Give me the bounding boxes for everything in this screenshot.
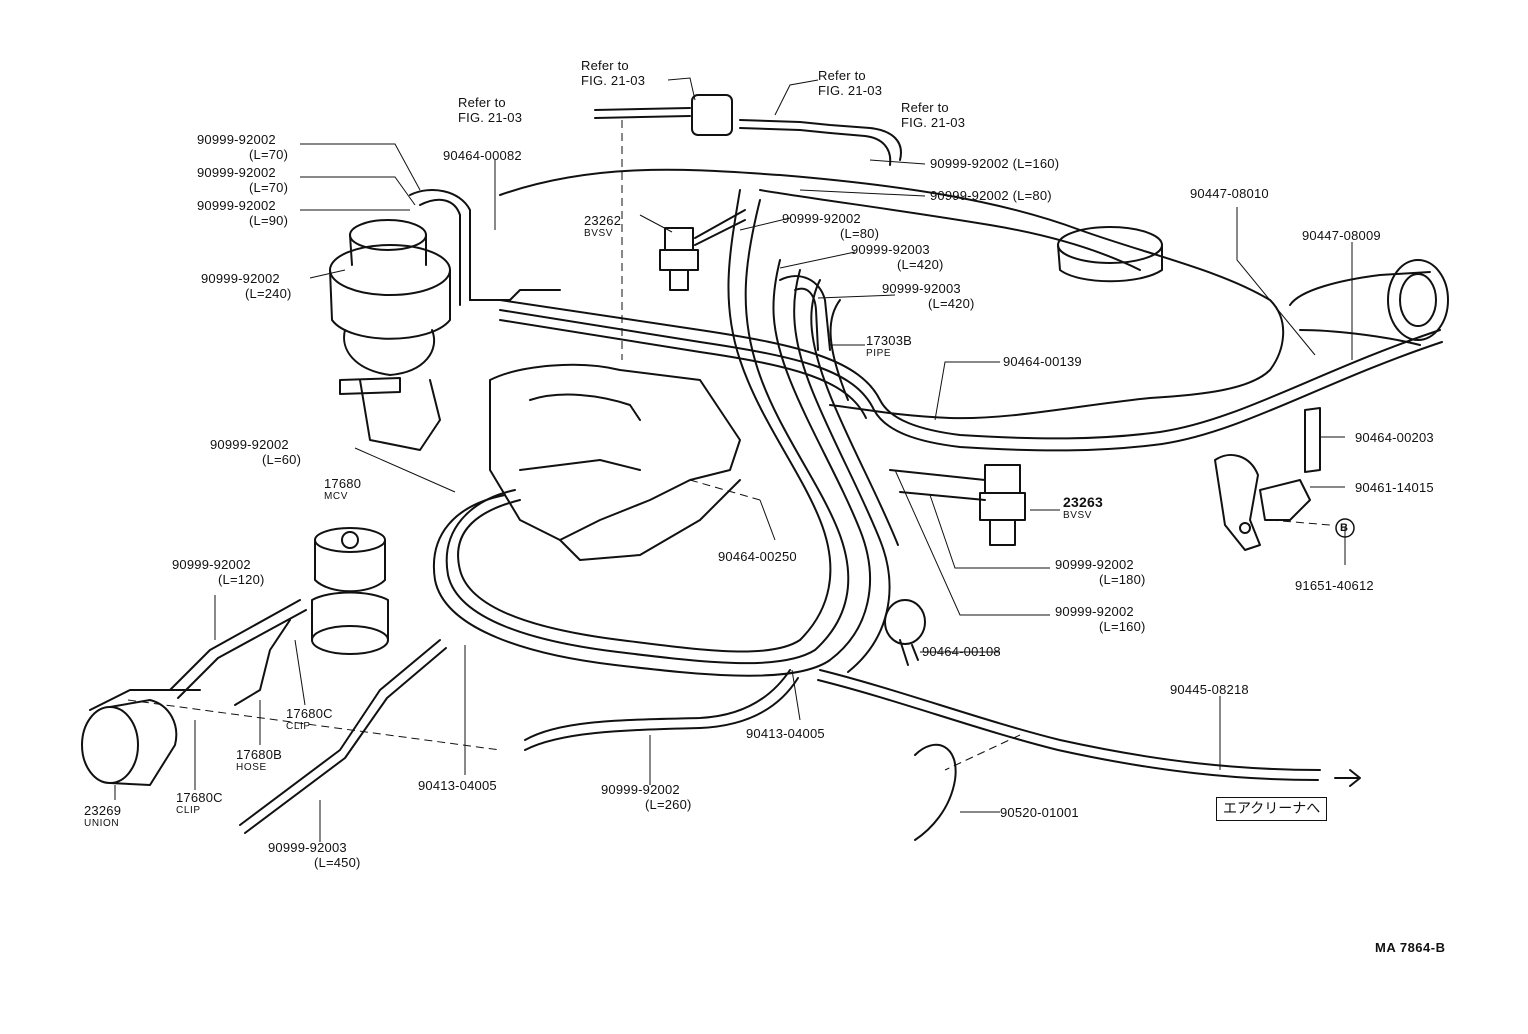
bolt-label-40612: 91651-40612 [1295,578,1374,593]
hose-label-260: 90999-92002 (L=260) [601,782,692,812]
hose-label-90: 90999-92002 (L=90) [197,198,289,228]
refer-label-d: Refer to FIG. 21-03 [901,100,966,130]
hose-120 [169,599,301,691]
union-label-23269: 23269 UNION [84,803,122,829]
hose-label-120: 90999-92002 (L=120) [172,557,265,587]
hose-260 [524,669,791,741]
refer-label-b: Refer to FIG. 21-03 [458,95,523,125]
clip-01001 [914,743,957,841]
clamp-label-139: 90464-00139 [1003,354,1082,369]
air-cleaner-top-edge [759,189,1141,271]
hose-label-420a: 90999-92003 (L=420) [851,242,944,272]
bvsv-label-23263: 23263 BVSV [1063,494,1103,522]
hose-label-17680b: 17680B HOSE [236,747,283,773]
pipe-label-17303b: 17303B PIPE [866,333,913,359]
carburetor-body [489,363,741,541]
hose-bundle-3 [432,259,871,677]
hose-upper-left [409,189,471,301]
clamp-label-82: 90464-00082 [443,148,522,163]
bracket-label-14015: 90461-14015 [1355,480,1434,495]
hose-label-80b: 90999-92002 (L=80) [782,211,880,241]
hose-label-450: 90999-92003 (L=450) [268,840,361,870]
hose-label-60: 90999-92002 (L=60) [210,437,302,467]
top-filter [691,94,733,136]
hose-17680b [234,619,291,706]
bracket-90461 [1214,454,1261,551]
clip-label-17680c-a: 17680C CLIP [286,706,333,732]
main-pipe-lower [499,309,1443,452]
clamp-108 [884,599,926,645]
hose-label-80a: 90999-92002 (L=80) [930,188,1052,203]
joint-label-04005-b: 90413-04005 [746,726,825,741]
union-23269 [81,706,139,784]
clamp-label-08010: 90447-08010 [1190,186,1269,201]
snorkel-body [1289,271,1431,306]
refer-label-c: Refer to FIG. 21-03 [818,68,883,98]
hose-bundle-1 [457,189,832,653]
clip-label-17680c-b: 17680C CLIP [176,790,223,816]
bolt-marker-circle [1335,518,1355,538]
main-pipe-upper [499,299,1441,440]
hose-label-240: 90999-92002 (L=240) [201,271,292,301]
egr-valve-top [329,244,451,296]
hose-label-08218: 90445-08218 [1170,682,1249,697]
hose-label-70b: 90999-92002 (L=70) [197,165,289,195]
drawing-code: MA 7864-B [1375,940,1446,955]
air-cleaner-arrow [1334,769,1361,787]
hose-label-180: 90999-92002 (L=180) [1055,557,1146,587]
clamp-label-250: 90464-00250 [718,549,797,564]
clamp-label-108: 90464-00108 [922,644,1001,659]
hose-label-160-right: 90999-92002 (L=160) [1055,604,1146,634]
air-cleaner-destination-box: エアクリーナへ [1216,797,1328,821]
clamp-label-08009: 90447-08009 [1302,228,1381,243]
hose-450 [239,639,441,826]
refer-label-a: Refer to FIG. 21-03 [581,58,646,88]
snorkel-end [1387,259,1449,341]
hose-label-420b: 90999-92003 (L=420) [882,281,975,311]
hose-bundle-2 [445,199,850,665]
bvsv-23262 [664,227,694,251]
hose-label-70a: 90999-92002 (L=70) [197,132,289,162]
clip-label-01001: 90520-01001 [1000,805,1079,820]
u-pipe [779,275,831,351]
bolt-marker-letter: B [1340,522,1349,534]
clamp-label-203: 90464-00203 [1355,430,1434,445]
bvsv-label-23262: 23262 BVSV [584,213,622,239]
joint-label-04005-a: 90413-04005 [418,778,497,793]
bvsv-23263 [984,464,1021,494]
hose-top-right [739,119,902,161]
hose-label-160-top: 90999-92002 (L=160) [930,156,1060,171]
mcv-label-17680: 17680 MCV [324,476,362,502]
hose-08218 [819,669,1321,771]
